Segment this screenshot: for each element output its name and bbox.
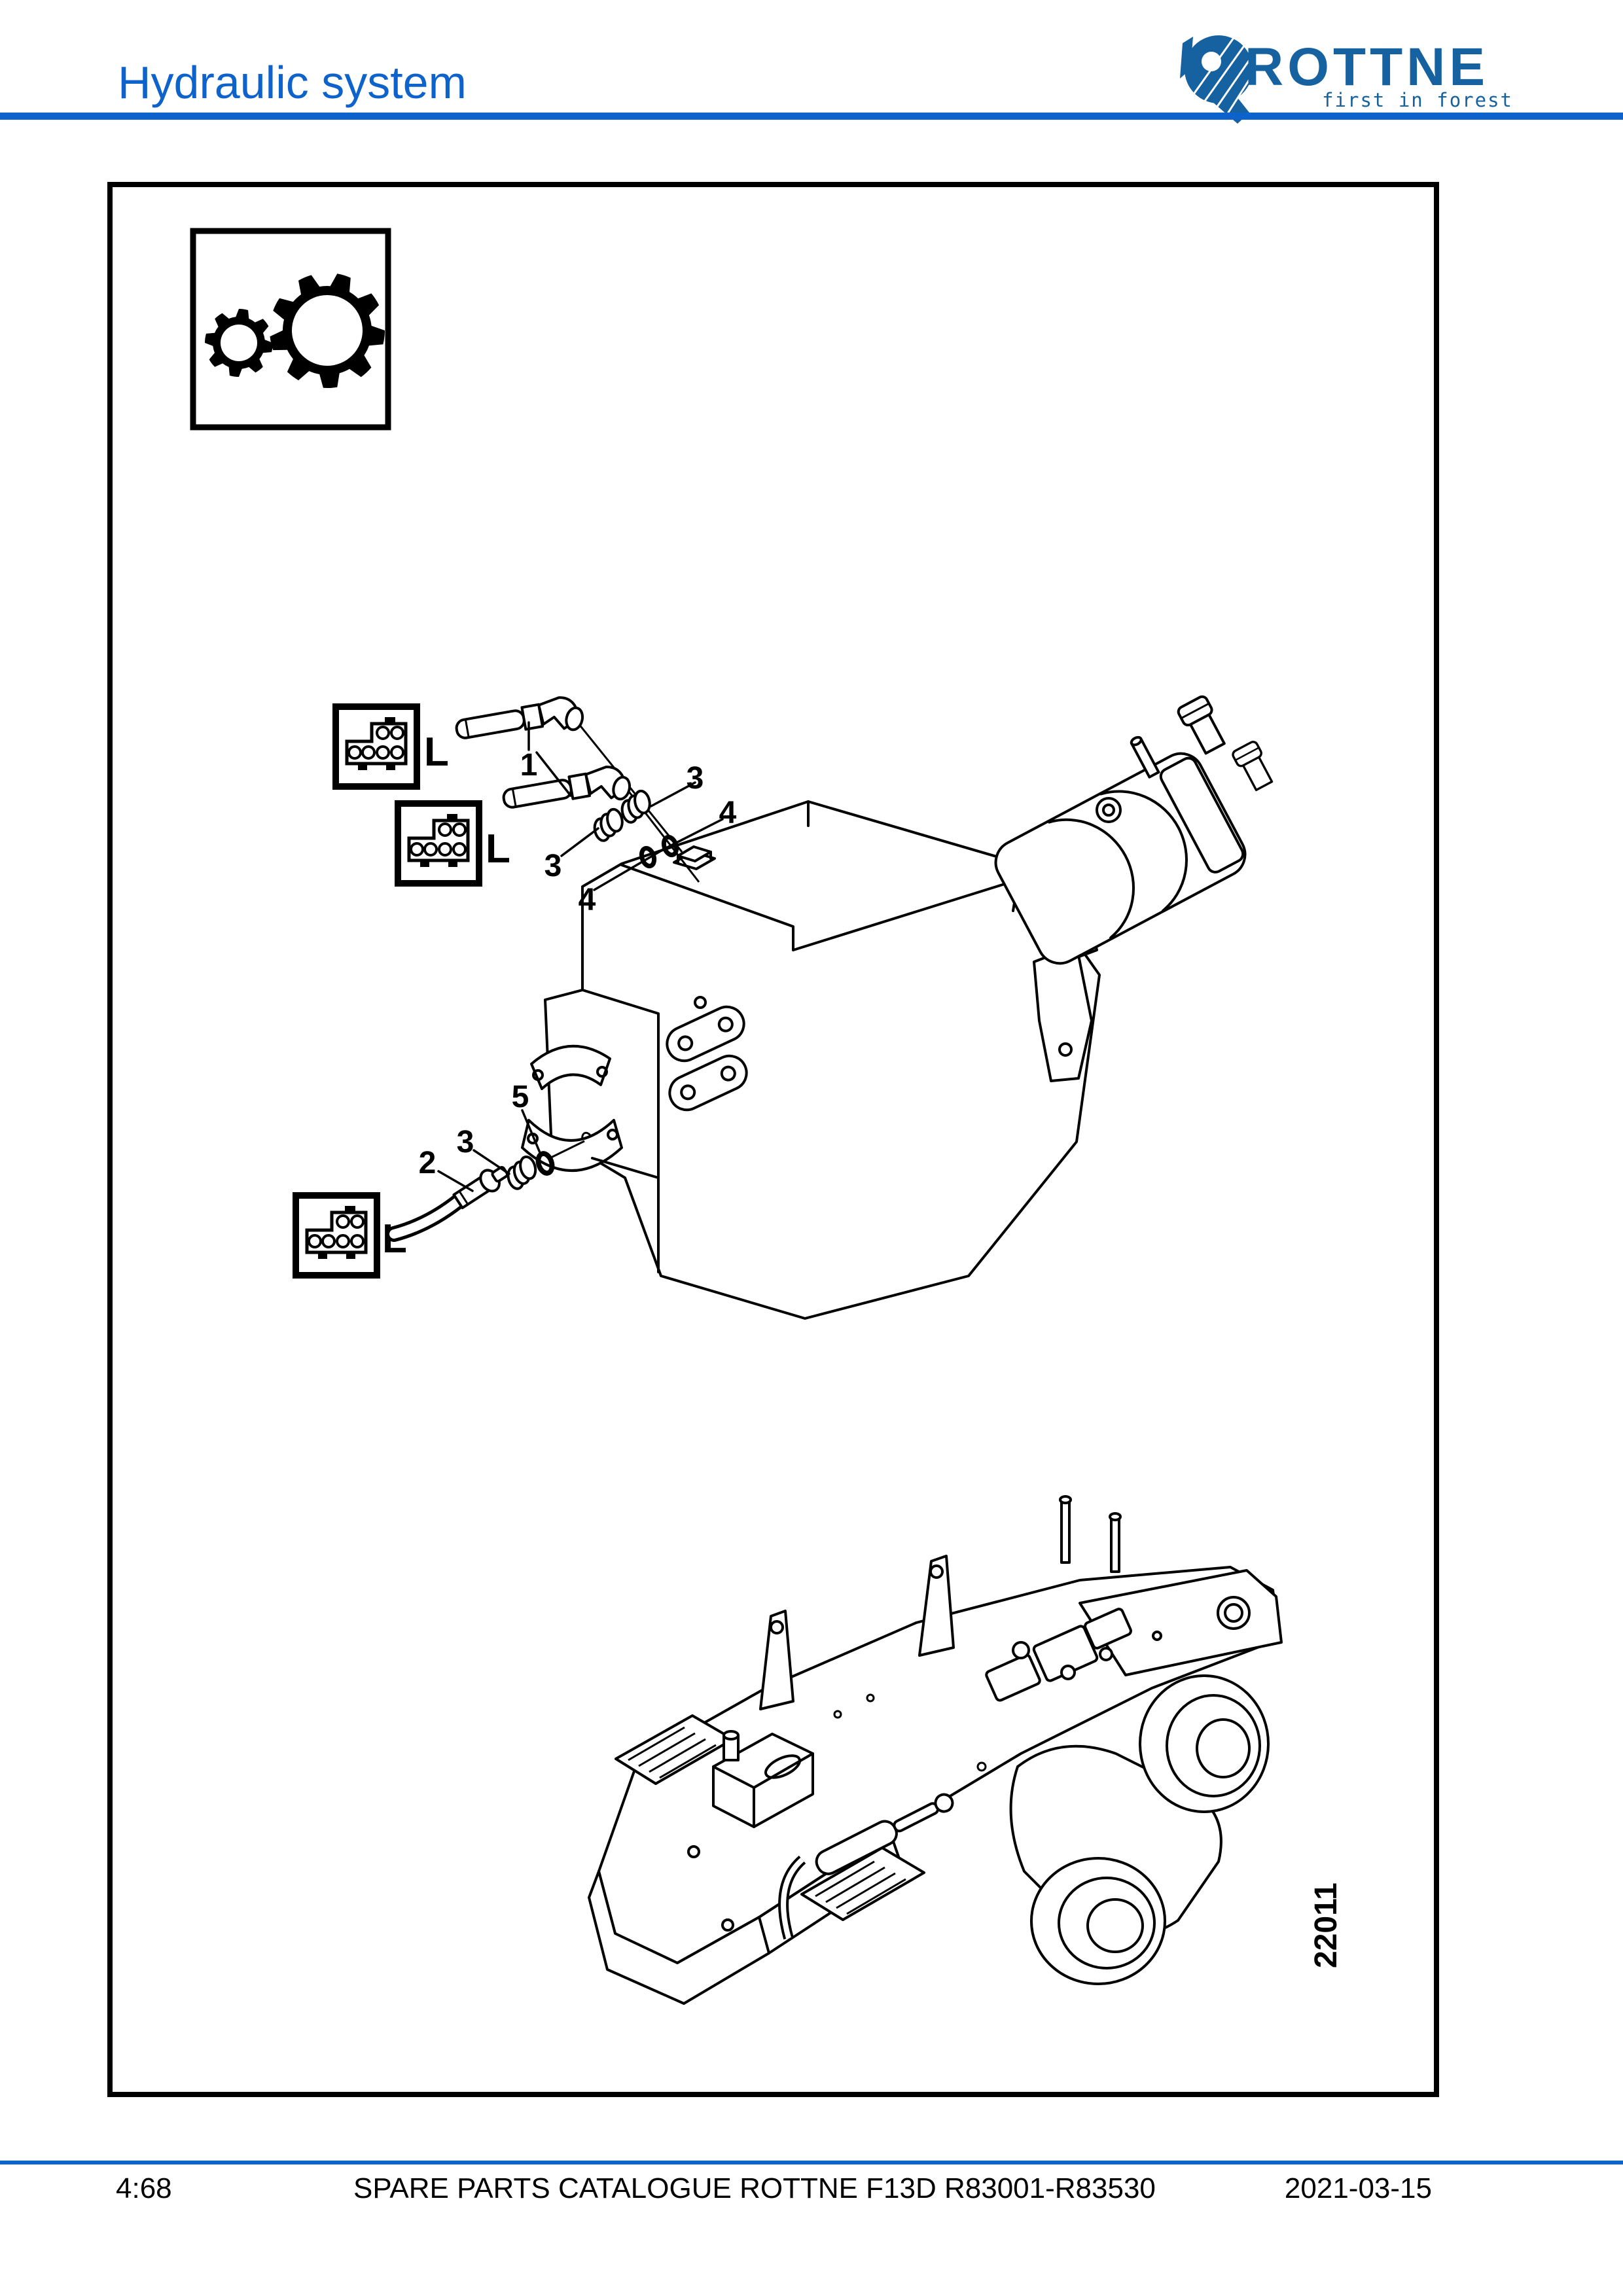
- connector-label: L: [486, 826, 510, 872]
- header-rule: [0, 113, 1623, 120]
- footer-date: 2021-03-15: [1284, 2172, 1432, 2204]
- footer-catalogue-title: SPARE PARTS CATALOGUE ROTTNE F13D R83001…: [353, 2172, 1156, 2204]
- gears-box: [190, 228, 391, 431]
- callout-5: 5: [512, 1080, 529, 1114]
- tank-mount-pad: [668, 1054, 748, 1112]
- logo-disc: [1185, 35, 1253, 103]
- connector-symbol: [296, 1195, 377, 1275]
- valve-cluster: [985, 1608, 1132, 1702]
- callout-3: 3: [457, 1125, 474, 1159]
- callout-3: 3: [687, 761, 704, 796]
- tank-filler-cap: [673, 845, 716, 870]
- rottne-logo-emblem-icon: [1180, 35, 1257, 124]
- deck-tank: [712, 1730, 814, 1828]
- chassis-illustration: [588, 1495, 1283, 2005]
- page-title: Hydraulic system: [118, 57, 467, 108]
- pump-port-cap: [1232, 741, 1274, 792]
- rottne-wordmark: ROTTNE: [1245, 37, 1489, 97]
- figure-number: 22011: [1309, 1882, 1344, 1968]
- callout-3: 3: [544, 849, 562, 883]
- connector-label: L: [424, 730, 449, 775]
- callout-4: 4: [719, 796, 737, 830]
- rottne-tagline: first in forest: [1322, 89, 1513, 111]
- pump-port-cap: [1177, 695, 1226, 755]
- logo-disc-hole: [1202, 52, 1221, 71]
- hose-part-2: [386, 1165, 508, 1242]
- callout-2: 2: [419, 1146, 437, 1180]
- callout-4: 4: [579, 883, 596, 917]
- footer-rule: [0, 2161, 1623, 2164]
- footer-page-ref: 4:68: [116, 2172, 172, 2204]
- hydraulic-pump-illustration: [994, 695, 1274, 1082]
- callout-1: 1: [520, 748, 538, 783]
- gear-small-icon: [205, 309, 273, 377]
- rottne-logo: [1173, 29, 1527, 127]
- gear-large-icon: [270, 274, 385, 389]
- connector-symbol: [336, 707, 417, 786]
- step-plate: [800, 1846, 925, 1921]
- chassis-cylinder: [815, 1793, 954, 1875]
- connector-symbol: [398, 804, 479, 883]
- tank-mount-pad: [666, 1005, 745, 1063]
- axle-and-hubs: [1009, 1674, 1270, 1985]
